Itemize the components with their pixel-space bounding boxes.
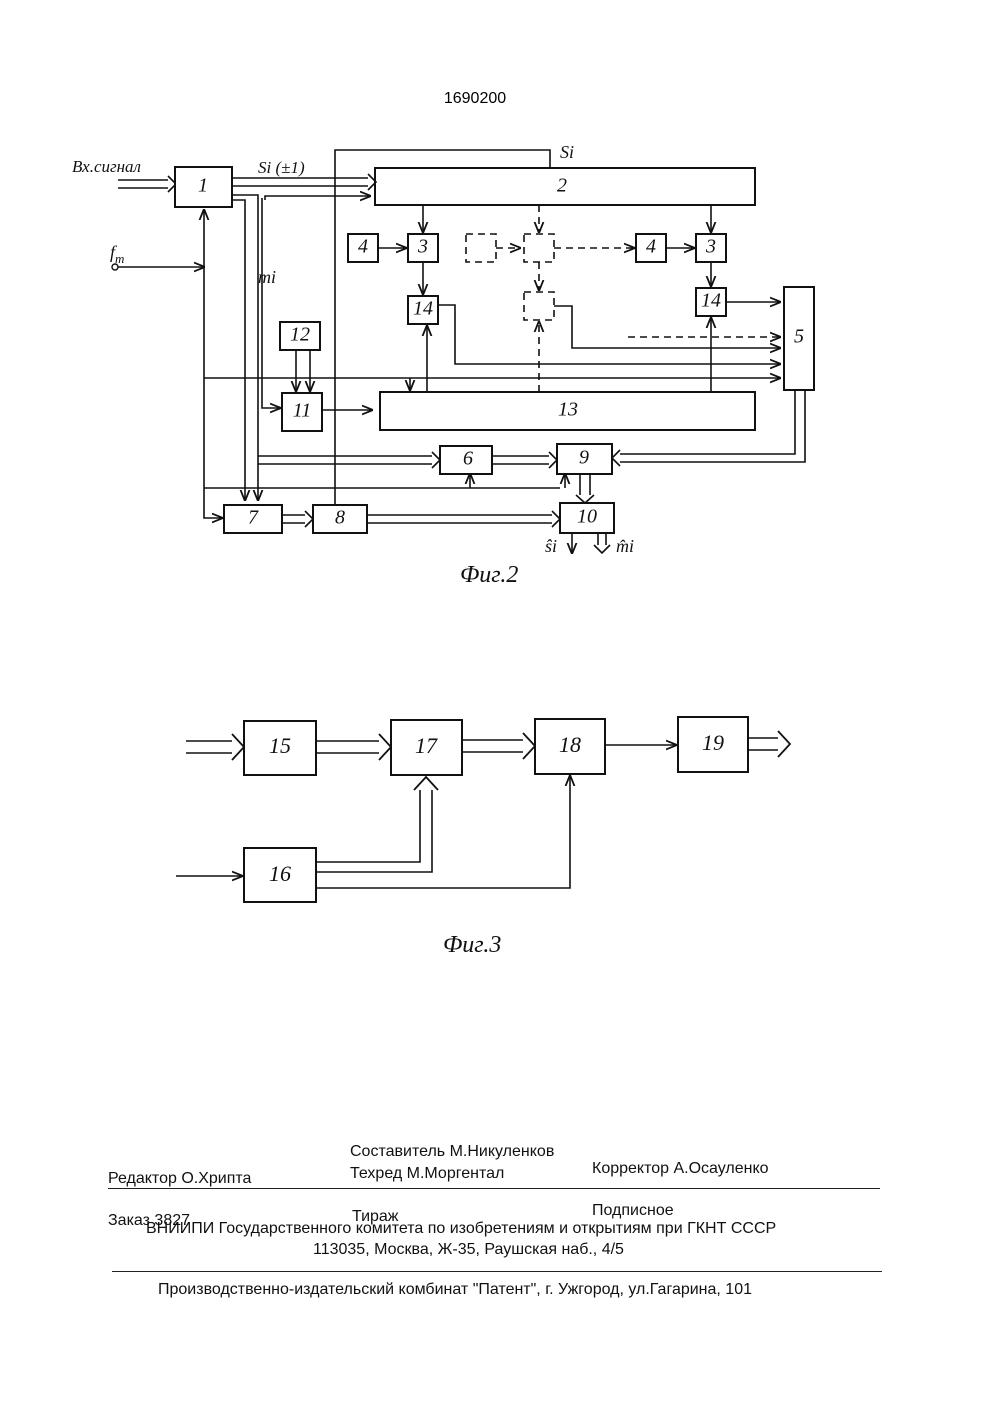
block-dashed-accumulator xyxy=(524,292,554,320)
block-10-label: 10 xyxy=(577,506,597,528)
imprint-printer: Производственно-издательский комбинат "П… xyxy=(158,1281,752,1299)
block-16-label: 16 xyxy=(269,861,291,886)
si-hat-label: ŝi xyxy=(545,536,557,556)
block-2-label: 2 xyxy=(557,175,567,197)
imprint-editor: Редактор О.Хрипта xyxy=(108,1170,251,1188)
block-4-right-label: 4 xyxy=(646,236,656,258)
patent-number: 1690200 xyxy=(444,90,506,107)
block-14-left-label: 14 xyxy=(413,298,433,320)
clock-label: fт xyxy=(110,242,124,266)
imprint-address: 113035, Москва, Ж-35, Раушская наб., 4/5 xyxy=(313,1241,624,1259)
figure-3: 15 17 18 19 16 Фиг.3 xyxy=(176,717,790,958)
block-9-label: 9 xyxy=(579,447,589,469)
block-6-label: 6 xyxy=(463,448,473,470)
block-dashed-generator xyxy=(466,234,496,262)
si-top-label: Si xyxy=(560,142,574,162)
imprint-techred: Техред М.Моргентал xyxy=(350,1165,504,1183)
figure-2-caption: Фиг.2 xyxy=(460,562,518,588)
imprint-institute: ВНИИПИ Государственного комитета по изоб… xyxy=(146,1220,776,1238)
block-15-label: 15 xyxy=(269,733,291,758)
block-dashed-multiplier xyxy=(524,234,554,262)
imprint-subscription: Подписное xyxy=(592,1202,674,1220)
si-pm1-label: Si (±1) xyxy=(258,158,305,177)
mi-hat-label: m̂i xyxy=(616,536,634,556)
block-17-label: 17 xyxy=(415,733,438,758)
block-18-label: 18 xyxy=(559,732,581,757)
block-14-right-label: 14 xyxy=(701,290,721,312)
block-5-label: 5 xyxy=(794,326,804,348)
figure-2: Вх.сигнал fт 1 2 Si (±1) Si mi xyxy=(72,142,814,588)
block-19-label: 19 xyxy=(702,730,724,755)
block-3-left-label: 3 xyxy=(417,236,428,258)
imprint-corrector: Корректор А.Осауленко xyxy=(592,1160,769,1178)
block-11-label: 11 xyxy=(293,400,312,422)
block-13-label: 13 xyxy=(558,399,578,421)
input-signal-label: Вх.сигнал xyxy=(72,157,141,176)
imprint-compiler: Составитель М.Никуленков xyxy=(350,1143,554,1161)
block-12-label: 12 xyxy=(290,324,310,346)
block-4-left-label: 4 xyxy=(358,236,368,258)
figure-3-caption: Фиг.3 xyxy=(443,932,501,958)
imprint-rule-top xyxy=(108,1188,880,1189)
mi-label: mi xyxy=(258,267,276,287)
clock-terminal xyxy=(112,264,118,270)
block-8-label: 8 xyxy=(335,507,345,529)
imprint-rule-bottom xyxy=(112,1271,882,1272)
block-7-label: 7 xyxy=(248,507,259,529)
block-1-label: 1 xyxy=(198,175,208,197)
block-3-right-label: 3 xyxy=(705,236,716,258)
